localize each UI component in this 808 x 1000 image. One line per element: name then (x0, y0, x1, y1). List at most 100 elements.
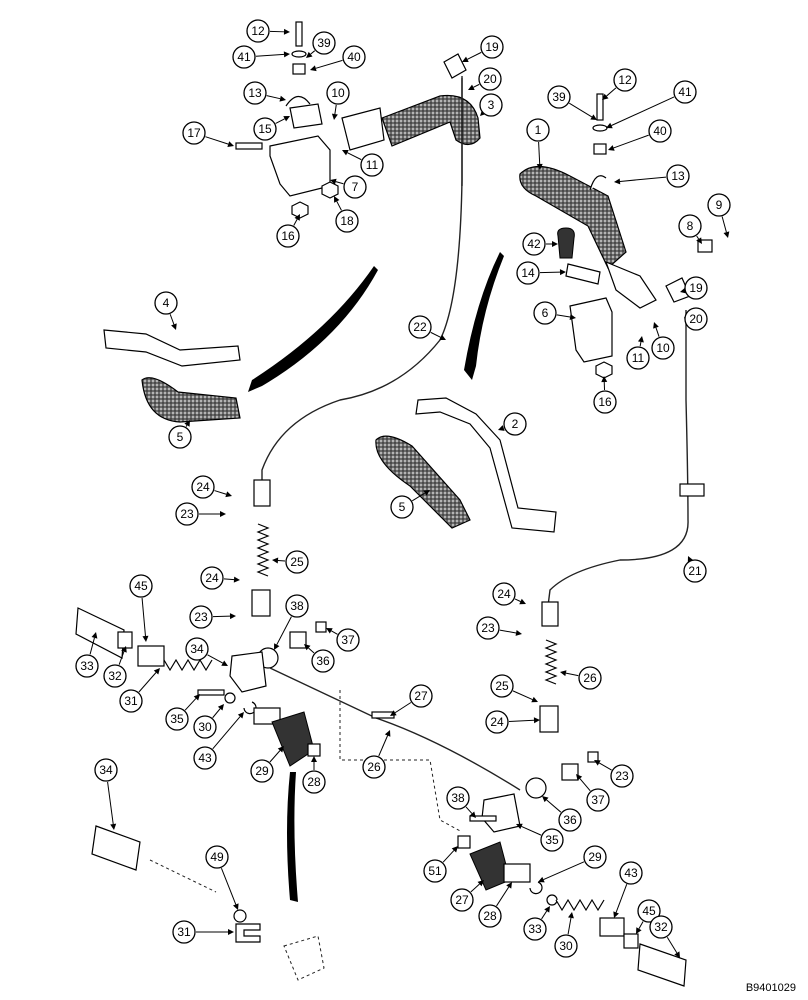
callout-number: 23 (180, 507, 194, 521)
callout-number: 27 (414, 689, 428, 703)
callout: 15 (253, 116, 290, 141)
callout: 35 (516, 823, 564, 852)
callout: 6 (533, 301, 576, 325)
callout: 40 (310, 45, 366, 72)
clevis-24-right (541, 601, 559, 627)
callout: 22 (408, 315, 446, 340)
callout-circle (649, 915, 673, 939)
callout-arrowhead (184, 420, 190, 427)
callout-arrowhead (723, 231, 730, 238)
callout-circle (478, 67, 502, 91)
callout-number: 51 (428, 864, 442, 878)
callout: 25 (490, 674, 538, 703)
callout-leader (567, 917, 572, 935)
callout-number: 16 (598, 395, 612, 409)
callout: 28 (478, 882, 512, 928)
callout-leader (696, 235, 700, 240)
callout-circle (285, 550, 309, 574)
callout: 43 (193, 712, 244, 770)
callout-number: 42 (527, 237, 541, 251)
callout-leader (538, 141, 541, 165)
callout-arrowhead (294, 214, 300, 221)
callout-number: 26 (583, 671, 597, 685)
callout: 25 (272, 550, 309, 574)
callout-circle (103, 664, 127, 688)
callout-arrowhead (110, 823, 117, 830)
callout: 32 (649, 915, 680, 958)
callout-circle (119, 689, 143, 713)
pad-42 (557, 227, 575, 259)
boot-dash (283, 935, 325, 981)
callout-arrowhead (283, 28, 290, 35)
sleeve-45-left (137, 645, 165, 667)
spring-25-right (544, 639, 558, 685)
callout-leader (293, 219, 298, 226)
callout-arrowhead (233, 576, 240, 583)
callout-leader (411, 492, 426, 502)
callout-arrowhead (515, 630, 522, 636)
callout-arrowhead (390, 710, 397, 716)
callout: 33 (523, 906, 550, 941)
callout-arrowhead (91, 632, 98, 639)
callout: 17 (182, 121, 234, 147)
callout-arrowhead (221, 660, 228, 666)
rod-4 (103, 329, 241, 367)
callout-number: 34 (190, 642, 204, 656)
nut-37-left (315, 621, 327, 633)
cylinder-49 (91, 825, 141, 871)
callout-arrowhead (331, 113, 338, 120)
callout: 3 (479, 93, 503, 117)
callout-circle (423, 859, 447, 883)
callout-arrowhead (602, 93, 609, 100)
callout-leader (639, 341, 642, 347)
callout-circle (312, 31, 336, 55)
callout-leader (214, 490, 227, 495)
callout-circle (673, 80, 697, 104)
callout: 27 (390, 684, 433, 716)
callout-leader (514, 598, 521, 602)
callout-circle (446, 786, 470, 810)
callout: 4 (154, 291, 178, 330)
bolt-12-right (596, 93, 604, 121)
callout-leader (266, 95, 281, 100)
clamp-29-right (503, 863, 531, 883)
callout-arrowhead (533, 717, 540, 724)
callout-number: 23 (615, 769, 629, 783)
callout-number: 29 (588, 850, 602, 864)
rod-2 (415, 397, 557, 533)
callout-number: 2 (512, 417, 519, 431)
callout-leader (569, 102, 593, 118)
callout-number: 11 (632, 351, 645, 365)
callout-leader (331, 630, 338, 635)
callout-number: 38 (290, 599, 304, 613)
callout-arrowhead (468, 84, 475, 90)
callout-arrowhead (614, 178, 621, 185)
callout-circle (707, 193, 731, 217)
clamp-21 (679, 483, 705, 497)
callout-circle (683, 559, 707, 583)
callout-arrowhead (606, 122, 613, 129)
callout-leader (335, 181, 344, 185)
callout-circle (276, 224, 300, 248)
clamp-29-left (253, 707, 281, 725)
callout-number: 30 (559, 939, 573, 953)
callout-leader (611, 96, 675, 126)
callout: 24 (485, 710, 540, 734)
callout-circle (533, 301, 557, 325)
callout-number: 4 (163, 296, 170, 310)
lever-grip-3 (381, 94, 481, 147)
callout-number: 37 (591, 793, 605, 807)
callout-number: 21 (688, 564, 702, 578)
callout-leader (169, 314, 175, 325)
callout-arrowhead (516, 823, 523, 830)
fitting-19-top (443, 53, 467, 79)
flow-arrow-top-center (464, 252, 504, 380)
callout-arrowhead (531, 696, 538, 703)
callout-number: 28 (307, 775, 321, 789)
callout-arrowhead (334, 196, 340, 203)
flow-arrows (248, 252, 504, 902)
callout: 23 (476, 616, 522, 640)
spring-clip-13 (285, 95, 311, 107)
callout: 33 (75, 632, 99, 678)
callout-leader (598, 762, 612, 771)
